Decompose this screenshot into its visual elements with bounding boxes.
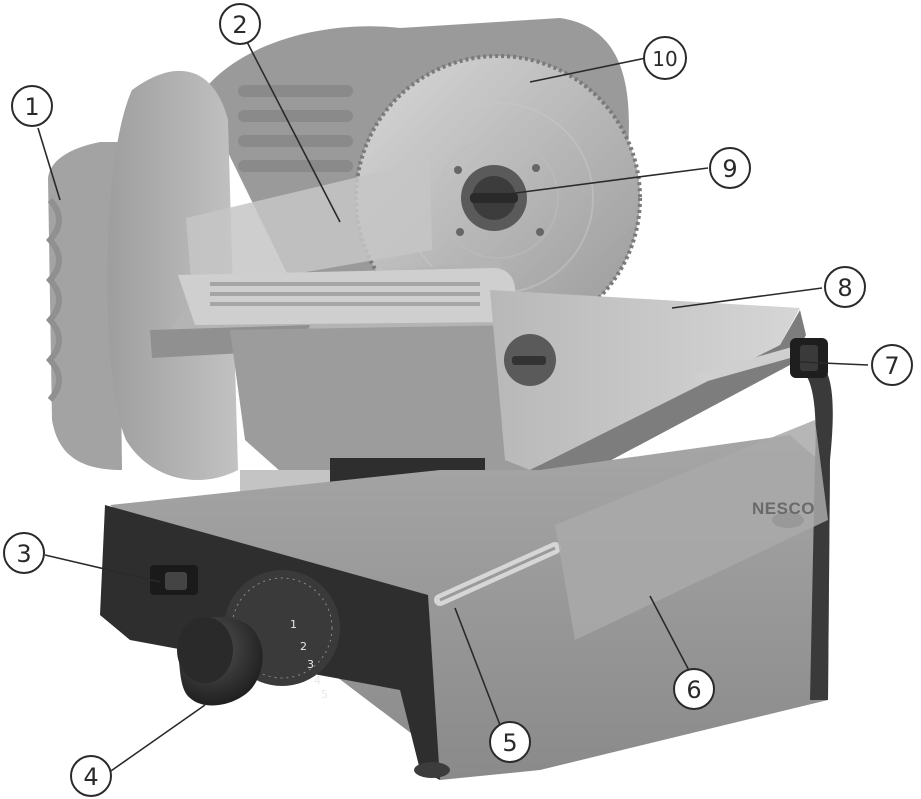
food-tray: [490, 290, 806, 498]
carriage-body: [230, 325, 545, 500]
foot-front-left: [414, 762, 450, 778]
callout-6: 6: [673, 668, 715, 710]
side-guard-edge: [45, 197, 62, 403]
leader-line-9: [507, 167, 709, 195]
leader-line-7: [799, 361, 869, 366]
callout-5-label: 5: [502, 729, 517, 757]
callout-9: 9: [709, 147, 751, 189]
callout-10: 10: [643, 36, 687, 80]
dial-number-4: 4: [314, 674, 321, 687]
callout-10-label: 10: [652, 47, 677, 71]
housing-ribs: [238, 85, 353, 172]
callout-7: 7: [871, 344, 913, 386]
dial-number-3: 3: [307, 658, 314, 671]
brand-logo: NESCO: [752, 499, 815, 518]
callout-9-label: 9: [722, 155, 737, 183]
callout-5: 5: [489, 721, 531, 763]
dial-number-5: 5: [321, 688, 328, 701]
leader-line-1: [37, 127, 61, 201]
dial-number-2: 2: [300, 640, 307, 653]
callout-4: 4: [70, 755, 112, 797]
callout-2: 2: [219, 3, 261, 45]
callout-8-label: 8: [837, 274, 852, 302]
callout-1: 1: [11, 85, 53, 127]
leader-line-3: [44, 554, 161, 583]
base-right-cap: [790, 350, 833, 700]
callout-3: 3: [3, 532, 45, 574]
food-pusher-plate: [107, 70, 238, 480]
carriage-lock: [790, 338, 828, 378]
callout-4-label: 4: [83, 763, 98, 791]
blade-knob: [461, 165, 527, 231]
carriage-tube: [555, 420, 828, 640]
leader-line-8: [671, 287, 823, 309]
leader-line-5: [454, 607, 501, 726]
side-guard: [48, 142, 122, 470]
callout-7-label: 7: [884, 352, 899, 380]
callout-2-label: 2: [232, 11, 247, 39]
callout-1-label: 1: [24, 93, 39, 121]
leader-line-6: [649, 595, 695, 681]
leader-line-4: [107, 704, 206, 774]
leader-line-10: [529, 57, 647, 83]
power-switch: [150, 565, 198, 595]
leader-line-2: [244, 37, 341, 223]
callout-3-label: 3: [16, 540, 31, 568]
dial-number-1: 1: [290, 618, 297, 631]
slide-rod: [434, 542, 561, 606]
thickness-knob: [177, 616, 263, 706]
callout-6-label: 6: [686, 676, 701, 704]
slide-rod-rear: [695, 345, 805, 383]
callout-8: 8: [824, 266, 866, 308]
